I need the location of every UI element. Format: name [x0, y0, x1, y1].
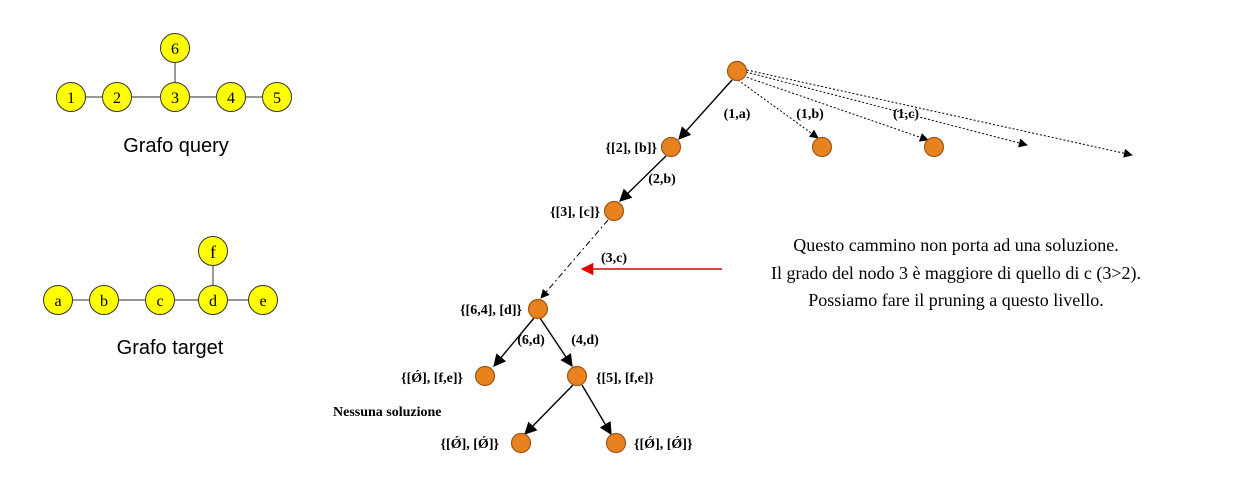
tree-node-1c: [923, 136, 945, 158]
query-node-5-label: 5: [273, 90, 281, 107]
tree-node-4d: [566, 365, 588, 387]
tree-edges: [493, 69, 1133, 436]
tree-edge-root-extra-2: [746, 69, 1133, 158]
set-label-4d: {[5], [f,e]}: [596, 371, 655, 386]
query-graph-edges: [86, 62, 262, 98]
query-node-3: 3: [160, 82, 190, 112]
query-graph-caption: Grafo query: [123, 135, 229, 157]
edge-label-1a: (1,a): [724, 107, 751, 122]
tree-node-leaf-right: [605, 432, 627, 454]
search-tree: (1,a) (1,b) (1,c) (2,b) (3,c) (6,d) (4,d…: [333, 60, 1133, 454]
no-solution-label: Nessuna soluzione: [333, 405, 442, 420]
tree-node-1b: [811, 136, 833, 158]
pruning-note-line-1: Questo cammino non porta ad una soluzion…: [793, 235, 1118, 255]
query-node-2-label: 2: [113, 90, 121, 107]
tree-edge-4d-leafR: [581, 384, 612, 436]
query-node-5: 5: [262, 82, 292, 112]
edge-label-6d: (6,d): [517, 333, 545, 348]
target-node-e-label: e: [259, 293, 266, 310]
set-label-64d: {[6,4], [d]}: [460, 303, 522, 318]
tree-node-3c: [603, 200, 625, 222]
target-graph-edges: [73, 266, 248, 301]
set-label-2b: {[2], [b]}: [606, 141, 658, 156]
pruning-note-line-2: Il grado del nodo 3 è maggiore di quello…: [771, 263, 1141, 284]
tree-edge-4d-leafL: [524, 384, 574, 435]
tree-node-6d: [474, 365, 496, 387]
pruning-note: Questo cammino non porta ad una soluzion…: [771, 235, 1141, 310]
edge-label-1b: (1,b): [796, 107, 824, 122]
target-node-f-label: f: [210, 242, 216, 262]
target-node-b-label: b: [100, 293, 108, 310]
tree-edge-2b-3c: [619, 155, 667, 202]
edge-label-3c: (3,c): [601, 251, 627, 266]
tree-edge-root-1b: [737, 79, 819, 139]
query-node-6: 6: [160, 33, 190, 63]
edge-label-1c: (1,c): [893, 107, 919, 122]
query-node-4: 4: [216, 82, 246, 112]
tree-edge-root-1c: [742, 75, 929, 142]
target-node-f: f: [198, 236, 228, 266]
tree-edge-64d-6d: [493, 317, 535, 367]
target-node-d-label: d: [209, 293, 217, 310]
edge-label-2b: (2,b): [648, 172, 676, 187]
target-node-a: a: [43, 285, 73, 315]
set-label-6d: {[Ǿ], [f,e]}: [401, 369, 463, 386]
set-label-leaf-right: {[Ǿ], [Ǿ]}: [634, 435, 693, 452]
edge-label-4d: (4,d): [571, 333, 599, 348]
target-node-e: e: [248, 285, 278, 315]
set-label-leaf-left: {[Ǿ], [Ǿ]}: [441, 435, 500, 452]
query-node-2: 2: [102, 82, 132, 112]
target-graph-caption: Grafo target: [117, 337, 224, 359]
query-graph: 1 2 3 4 5 6 Grafo query: [56, 33, 292, 157]
tree-nodes: [474, 60, 945, 454]
query-node-3-label: 3: [171, 90, 179, 107]
set-label-3c: {[3], [c]}: [550, 205, 600, 220]
target-node-d: d: [198, 285, 228, 315]
tree-edge-root-extra-1: [745, 71, 1028, 148]
target-node-b: b: [89, 285, 119, 315]
tree-edge-64d-4d: [539, 317, 573, 368]
target-node-a-label: a: [54, 293, 61, 310]
target-node-c: c: [145, 285, 175, 315]
tree-node-root: [726, 60, 748, 82]
query-node-1-label: 1: [67, 90, 75, 107]
query-node-6-label: 6: [171, 41, 179, 58]
query-node-1: 1: [56, 82, 86, 112]
query-node-4-label: 4: [227, 90, 235, 107]
tree-edge-3c-64d: [540, 219, 609, 299]
tree-node-leaf-left: [510, 432, 532, 454]
tree-node-64d: [527, 298, 549, 320]
tree-node-2b: [660, 136, 682, 158]
target-node-c-label: c: [156, 293, 163, 310]
tree-edge-root-2b: [678, 79, 733, 140]
target-graph: a b c d e f Grafo target: [43, 236, 278, 359]
pruning-note-line-3: Possiamo fare il pruning a questo livell…: [808, 290, 1103, 310]
